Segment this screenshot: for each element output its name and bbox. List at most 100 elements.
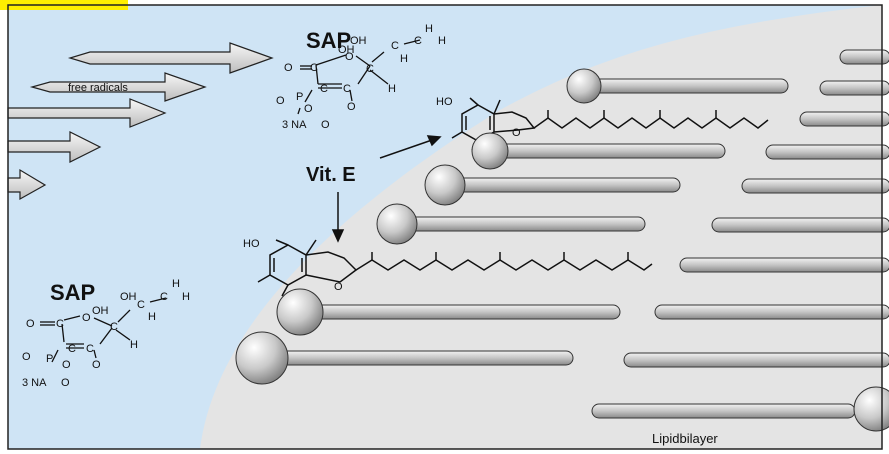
sap-bottom-structure: O C O C OH OH C C H H H H C C O P O O 3 …	[22, 278, 190, 389]
chem-oh-label: OH	[92, 305, 109, 317]
chem-c-label: C	[137, 299, 145, 311]
lipid-head	[566, 68, 602, 104]
free-radical-arrows	[7, 42, 274, 201]
chem-salt-label: 3 NA	[282, 119, 307, 131]
lipid-tail	[591, 403, 856, 419]
free-radicals-label: free radicals	[68, 82, 128, 94]
lipid-head	[424, 164, 466, 206]
bond-line	[493, 99, 501, 115]
diagram-frame	[7, 4, 883, 450]
lipid-head	[276, 288, 324, 336]
lipid-tail	[765, 144, 889, 160]
bond-line	[51, 349, 59, 363]
vitamin-e-lower	[257, 239, 653, 297]
bond-line	[99, 327, 113, 345]
lipid-tail	[819, 80, 889, 96]
arrow-shape	[29, 72, 207, 102]
bond-line	[357, 65, 371, 85]
lipid-tail	[679, 257, 889, 273]
chem-o-label: O	[82, 312, 91, 324]
lipid-tail	[654, 304, 889, 320]
lipid-tail	[839, 49, 889, 65]
bond-line	[403, 39, 421, 45]
chem-o-label: O	[62, 359, 71, 371]
chem-o-label: O	[276, 95, 285, 107]
chem-c-label: C	[68, 343, 76, 355]
lipid-tail	[306, 304, 621, 320]
bond-line	[63, 315, 81, 321]
chem-o-label: O	[304, 103, 313, 115]
arrowhead-shape	[426, 135, 442, 147]
chem-o-label: O	[345, 51, 354, 63]
bond-line	[115, 329, 131, 341]
chem-c-label: C	[366, 63, 374, 75]
chem-o-label: O	[22, 351, 31, 363]
arrow-shape	[7, 131, 102, 163]
chem-h-label: H	[172, 278, 180, 290]
bond-line	[355, 55, 371, 67]
chem-o-label: O	[92, 359, 101, 371]
chem-oh-label: OH	[120, 291, 137, 303]
chem-c-label: C	[86, 343, 94, 355]
vit-e-label: Vit. E	[306, 164, 356, 186]
lipid-tail	[402, 216, 646, 232]
sap-top-title: SAP	[306, 28, 351, 53]
lipid-tail	[799, 111, 889, 127]
lipid-tail	[450, 177, 681, 193]
sap-bottom-title: SAP	[50, 280, 95, 305]
chroman-ring-shape	[493, 111, 536, 133]
bond-line	[257, 274, 271, 283]
chem-c-label: C	[110, 321, 118, 333]
bond-line	[369, 69, 389, 85]
arrow-shape	[7, 98, 167, 128]
chem-c-label: C	[310, 62, 318, 74]
arrowhead-shape	[331, 229, 345, 243]
chem-c-label: C	[56, 318, 64, 330]
bond-line	[61, 323, 65, 343]
pointer-line	[379, 139, 433, 159]
lipid-tail	[269, 350, 574, 366]
chroman-ring-shape	[305, 251, 358, 283]
vitamin-e-upper-o-label: O	[512, 127, 521, 139]
bond-line	[469, 97, 479, 106]
chem-h-label: H	[182, 291, 190, 303]
chem-c-label: C	[160, 291, 168, 303]
chem-c-label: C	[343, 83, 351, 95]
bond-line	[315, 54, 347, 66]
vitamin-e-upper-ho-label: HO	[436, 96, 453, 108]
chem-h-label: H	[438, 35, 446, 47]
bond-line	[275, 239, 289, 246]
bond-line	[451, 131, 463, 139]
bond-line	[281, 284, 289, 297]
lipid-tail	[711, 217, 889, 233]
arrow-shape	[67, 42, 274, 74]
bond-line	[117, 309, 131, 323]
bond-line	[297, 107, 301, 115]
chem-p-label: P	[296, 91, 303, 103]
bond-line	[149, 297, 167, 303]
arrow-shape	[7, 168, 47, 201]
bond-line	[349, 89, 353, 102]
chem-salt-label: 3 NA	[22, 377, 47, 389]
chem-c-label: C	[391, 40, 399, 52]
chem-oh-label: OH	[338, 44, 355, 56]
vit-e-pointers	[331, 135, 442, 243]
phytyl-chain-line	[533, 117, 769, 129]
bond-line	[305, 239, 317, 256]
lipid-tail	[623, 352, 889, 368]
chem-salt-tail-label: O	[61, 377, 70, 389]
phytyl-chain-line	[355, 259, 653, 271]
chem-c-label: C	[414, 35, 422, 47]
chem-c-label: C	[320, 83, 328, 95]
chem-o-label: O	[284, 62, 293, 74]
chem-p-label: P	[46, 353, 53, 365]
lipid-tail	[588, 78, 789, 94]
chem-h-label: H	[130, 339, 138, 351]
lipid-head	[853, 386, 889, 432]
chem-h-label: H	[148, 311, 156, 323]
chem-salt-tail-label: O	[321, 119, 330, 131]
lipid-head	[235, 331, 289, 385]
sap-top-structure: O C O C OH OH C C H H H H C C O P O O 3 …	[276, 23, 446, 131]
bond-line	[93, 349, 97, 359]
